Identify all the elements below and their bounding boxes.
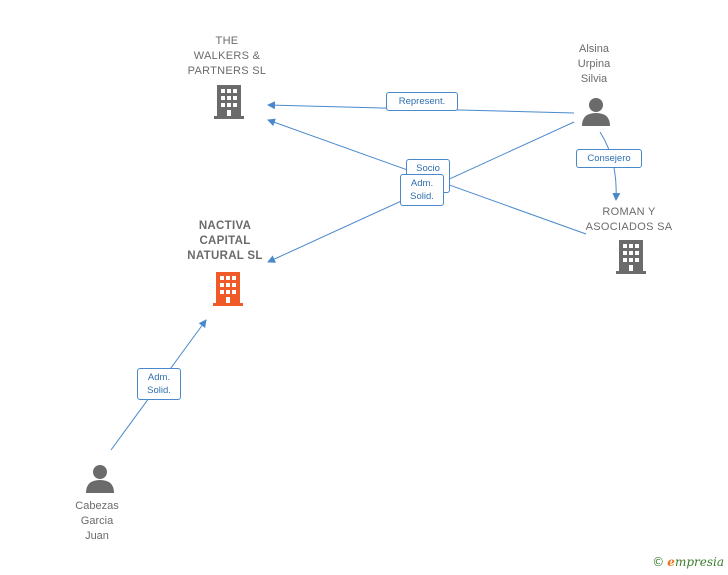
person-icon[interactable] — [86, 465, 114, 493]
person-icon[interactable] — [582, 98, 610, 126]
edge-label-adm-solid-nactiva: Adm. Solid. — [400, 174, 444, 206]
node-label-roman[interactable]: ROMAN Y ASOCIADOS SA — [585, 206, 673, 233]
building-icon[interactable] — [616, 240, 646, 274]
empresia-logo[interactable]: ©empresia — [652, 555, 724, 569]
edge-label-represent: Represent. — [386, 92, 458, 111]
brand-name: mpresia — [674, 555, 724, 569]
copyright-icon: © — [652, 555, 665, 569]
edge-label-adm-solid-cabezas: Adm. Solid. — [137, 368, 181, 400]
brand-initial: e — [667, 555, 675, 569]
edge-label-consejero: Consejero — [576, 149, 642, 168]
node-label-cabezas[interactable]: Cabezas Garcia Juan — [75, 500, 119, 542]
node-label-alsina[interactable]: Alsina Urpina Silvia — [577, 43, 611, 85]
node-label-nactiva[interactable]: NACTIVA CAPITAL NATURAL SL — [187, 220, 263, 262]
building-icon[interactable] — [214, 85, 244, 119]
building-icon-focus[interactable] — [213, 272, 243, 306]
node-label-walkers[interactable]: THE WALKERS & PARTNERS SL — [187, 35, 267, 77]
